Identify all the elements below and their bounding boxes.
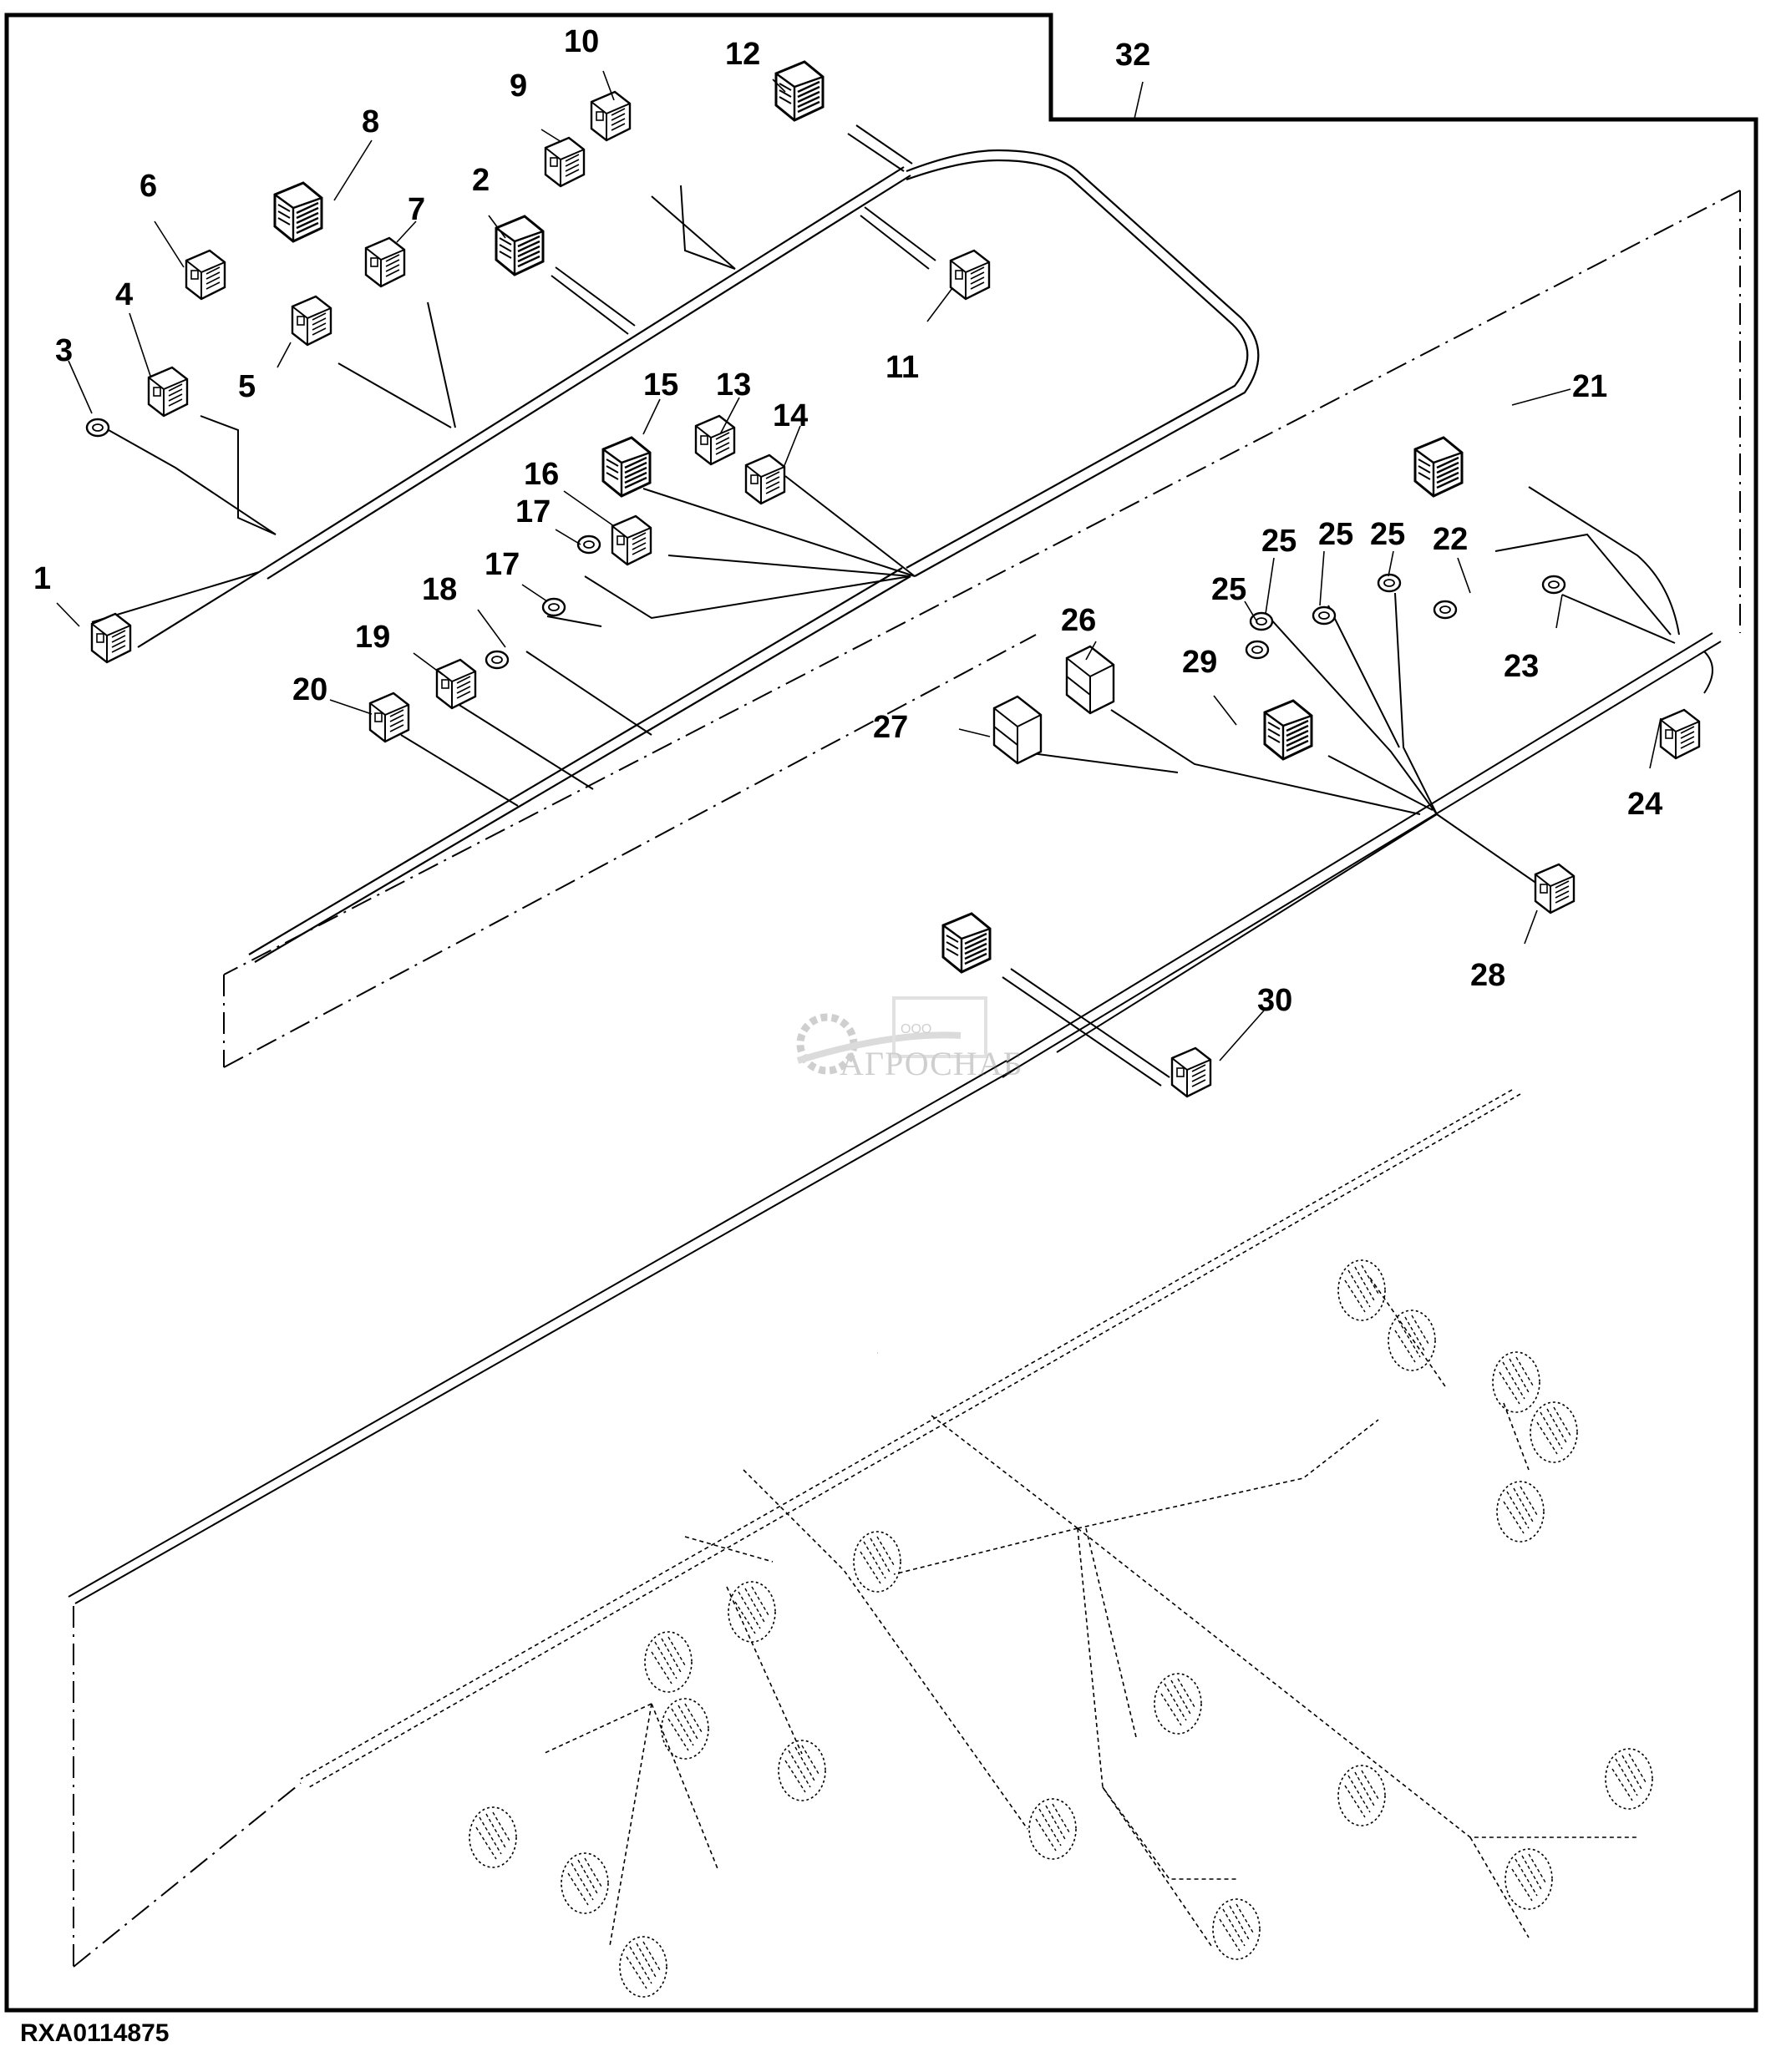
part-13 xyxy=(694,414,736,466)
part-26 xyxy=(1065,645,1115,715)
gear-icon xyxy=(796,996,987,1075)
harness-frame xyxy=(4,13,1758,2013)
part-25b xyxy=(1312,605,1337,626)
callout-labels: 1 2 3 4 5 6 7 8 9 10 11 12 13 14 15 16 1… xyxy=(33,24,1662,1018)
callout-25a: 25 xyxy=(1211,572,1246,607)
part-21 xyxy=(1413,436,1464,498)
part-23 xyxy=(1541,575,1566,595)
part-10 xyxy=(590,90,632,142)
phantom-harness xyxy=(300,1089,1637,1947)
part-5 xyxy=(291,295,332,347)
callout-15: 15 xyxy=(643,367,678,403)
watermark-name: АГРОСНАБ xyxy=(840,1045,1023,1082)
right-harness xyxy=(68,486,1722,1604)
callout-25b: 25 xyxy=(1261,524,1296,559)
callout-3: 3 xyxy=(55,333,73,368)
callout-26: 26 xyxy=(1061,603,1096,638)
callout-9: 9 xyxy=(510,68,527,104)
callout-19: 19 xyxy=(355,620,390,655)
callout-24: 24 xyxy=(1627,787,1662,822)
part-14 xyxy=(744,453,786,505)
callout-16: 16 xyxy=(524,457,559,492)
callout-25d: 25 xyxy=(1370,517,1405,552)
part-20 xyxy=(368,692,410,743)
part-1 xyxy=(90,612,132,664)
callout-20: 20 xyxy=(292,672,327,707)
part-12 xyxy=(774,60,825,122)
callout-7: 7 xyxy=(408,192,425,227)
upper-harness-trunk xyxy=(137,149,1260,963)
callout-4: 4 xyxy=(115,277,133,312)
part-28 xyxy=(1534,863,1576,914)
callout-27: 27 xyxy=(873,710,908,745)
part-27 xyxy=(992,695,1043,765)
callout-17b: 17 xyxy=(485,547,520,582)
callout-18: 18 xyxy=(422,572,457,607)
part-16 xyxy=(611,514,652,566)
callout-1: 1 xyxy=(33,561,51,596)
part-30 xyxy=(1170,1046,1212,1098)
callout-30: 30 xyxy=(1257,983,1292,1018)
part-11 xyxy=(949,249,991,301)
callout-13: 13 xyxy=(716,367,751,403)
part-6 xyxy=(185,249,226,301)
callout-28: 28 xyxy=(1470,958,1505,993)
callout-5: 5 xyxy=(238,369,256,404)
part-19 xyxy=(435,658,477,710)
part-7 xyxy=(364,236,406,288)
section-boundaries xyxy=(73,190,1741,1968)
callout-25c: 25 xyxy=(1318,517,1353,552)
callout-23: 23 xyxy=(1504,649,1539,684)
part-22 xyxy=(1433,600,1458,620)
callout-2: 2 xyxy=(472,163,490,198)
part-2 xyxy=(495,215,545,276)
callout-29: 29 xyxy=(1182,645,1217,680)
callout-12: 12 xyxy=(725,37,760,72)
callout-22: 22 xyxy=(1433,522,1468,557)
part-24 xyxy=(1659,708,1701,760)
part-17a xyxy=(576,534,601,555)
part-unlabeled xyxy=(941,912,992,974)
callout-14: 14 xyxy=(773,398,808,433)
callout-8: 8 xyxy=(362,104,379,139)
phantom-connectors xyxy=(469,1259,1653,1998)
part-25d xyxy=(1245,640,1270,660)
part-29 xyxy=(1263,699,1313,761)
callout-6: 6 xyxy=(140,169,157,204)
figure-id: RXA0114875 xyxy=(20,2019,170,2047)
watermark-logo: ООО АГРОСНАБ xyxy=(794,985,1022,1086)
callout-21: 21 xyxy=(1572,369,1607,404)
part-18 xyxy=(485,650,510,670)
part-8 xyxy=(273,181,323,243)
callout-17a: 17 xyxy=(515,494,551,529)
part-4 xyxy=(147,366,189,418)
part-9 xyxy=(544,136,586,188)
watermark-prefix: ООО xyxy=(901,1022,932,1036)
leader-lines xyxy=(56,70,1662,1061)
part-3 xyxy=(85,418,110,438)
callout-32: 32 xyxy=(1115,38,1150,73)
callout-10: 10 xyxy=(564,24,599,59)
callout-11: 11 xyxy=(885,350,919,385)
upper-branches xyxy=(91,124,936,807)
part-15 xyxy=(601,436,652,498)
part-25c xyxy=(1377,573,1402,593)
